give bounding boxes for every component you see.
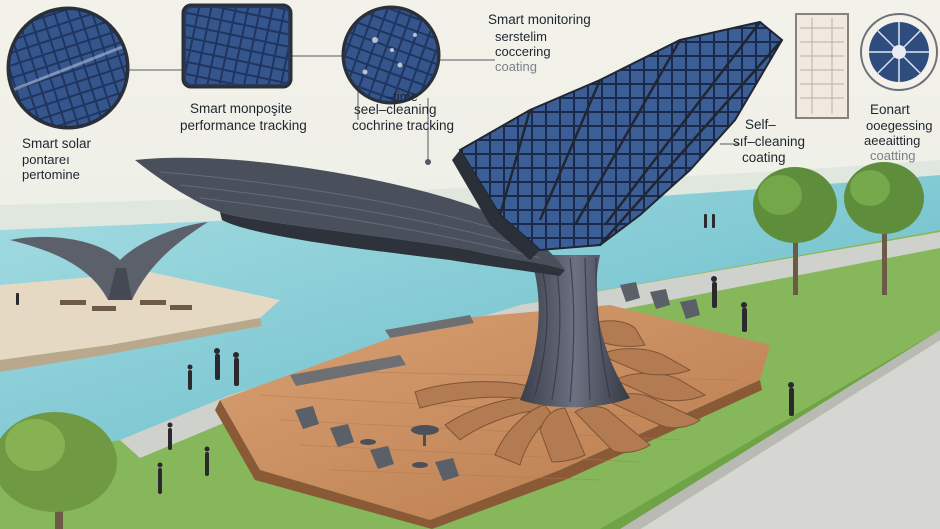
deck-tables <box>360 425 439 468</box>
deck-benches <box>290 315 474 386</box>
label-solar-line2: pontareı <box>22 152 70 167</box>
label-self-cleaning: seel–cleaning <box>354 102 437 117</box>
tree-2 <box>844 162 924 295</box>
people <box>16 214 794 494</box>
tree-1 <box>753 167 837 295</box>
label-monitoring-line3: coccering <box>495 44 551 59</box>
island-furniture <box>60 300 192 311</box>
canopy-wing-left <box>135 157 565 276</box>
inset-panel-frame <box>181 3 293 89</box>
radial-loungers <box>414 320 707 466</box>
island-edge <box>0 318 262 372</box>
label-time: –time <box>386 89 418 104</box>
road-curb <box>620 330 940 529</box>
callout-leaders <box>126 55 740 160</box>
label-self-cleaning-right: sıf–cleaning <box>733 134 806 149</box>
label-smart-solar: Smart solar <box>22 136 92 151</box>
label-smart-monitoring: Smart monitoring <box>488 12 591 27</box>
label-self-right: Self– <box>745 117 776 132</box>
canopy-solar-fan <box>452 20 784 260</box>
label-solar-line3: pertomine <box>22 167 80 182</box>
label-cochrine-tracking: cochrine tracking <box>352 118 455 133</box>
label-eonart-line3: aeeaitting <box>864 133 921 148</box>
label-eonart-line4: coatting <box>870 148 916 163</box>
label-monitoring-line4: coating <box>495 59 537 74</box>
deck-edge <box>215 380 762 529</box>
label-coating-right: coating <box>742 150 786 165</box>
deck-chairs <box>295 282 700 481</box>
sand-island <box>0 272 280 360</box>
callout-dot <box>425 159 431 165</box>
tree-foreground <box>0 412 117 529</box>
inset-monitoring-hub <box>860 13 938 91</box>
label-smart-monposite: Smart monpoşite <box>190 101 293 116</box>
promenade <box>120 232 940 458</box>
label-eonart: Eonart <box>870 102 910 117</box>
label-eonart-line2: ooegessing <box>866 118 933 133</box>
label-performance-tracking: performance tracking <box>180 118 307 133</box>
distant-canopy <box>10 222 208 300</box>
inset-cleaning-panel <box>795 13 849 119</box>
label-monitoring-line2: serstelim <box>495 29 548 44</box>
